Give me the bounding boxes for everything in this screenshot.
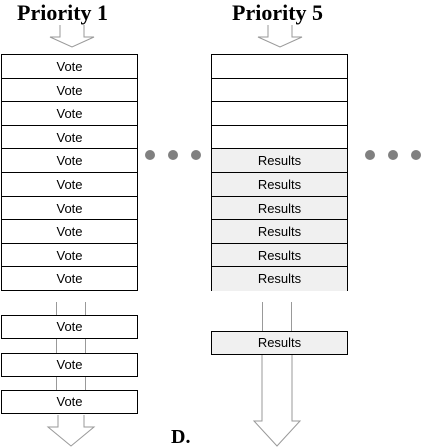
empty-cell	[212, 79, 347, 103]
results-box: Results	[211, 331, 348, 355]
results-cell: Results	[212, 220, 347, 244]
ellipsis-dot	[411, 150, 421, 160]
right-queue-connector	[262, 302, 292, 331]
vote-cell: Vote	[2, 220, 137, 244]
left-exit-arrow-icon	[46, 415, 96, 447]
results-cell: Results	[212, 173, 347, 197]
vote-cell: Vote	[2, 173, 137, 197]
vote-cell: Vote	[2, 126, 137, 150]
priority-1-stack: Vote Vote Vote Vote Vote Vote Vote Vote …	[1, 54, 138, 291]
right-exit-arrow-icon	[252, 355, 302, 447]
vote-box: Vote	[1, 353, 138, 377]
panel-label: D.	[171, 426, 191, 448]
results-cell: Results	[212, 196, 347, 221]
ellipsis-dot	[388, 150, 398, 160]
empty-cell	[212, 126, 347, 150]
left-queue-connector	[56, 302, 86, 315]
vote-box: Vote	[1, 390, 138, 414]
ellipsis-dot	[365, 150, 375, 160]
right-entry-arrow-icon	[257, 25, 303, 48]
priority-5-heading: Priority 5	[232, 0, 324, 25]
empty-cell	[212, 102, 347, 126]
results-cell: Results	[212, 267, 347, 291]
vote-cell: Vote	[2, 244, 137, 268]
ellipsis-dot	[168, 150, 178, 160]
vote-cell: Vote	[2, 55, 137, 79]
empty-cell	[212, 55, 347, 79]
ellipsis-dot	[191, 150, 201, 160]
vote-box: Vote	[1, 315, 138, 339]
vote-cell: Vote	[2, 79, 137, 103]
left-queue-connector	[56, 377, 86, 390]
ellipsis-dot	[145, 150, 155, 160]
priority-5-stack: Results Results Results Results Results …	[211, 54, 348, 291]
results-cell: Results	[212, 243, 347, 268]
priority-1-heading: Priority 1	[17, 0, 109, 25]
vote-cell: Vote	[56, 271, 83, 287]
results-cell: Results	[212, 149, 347, 173]
vote-cell: Vote	[2, 102, 137, 126]
left-queue-connector	[56, 339, 86, 353]
vote-cell: Vote	[2, 197, 137, 221]
vote-cell: Vote	[2, 149, 137, 173]
left-entry-arrow-icon	[49, 25, 95, 48]
